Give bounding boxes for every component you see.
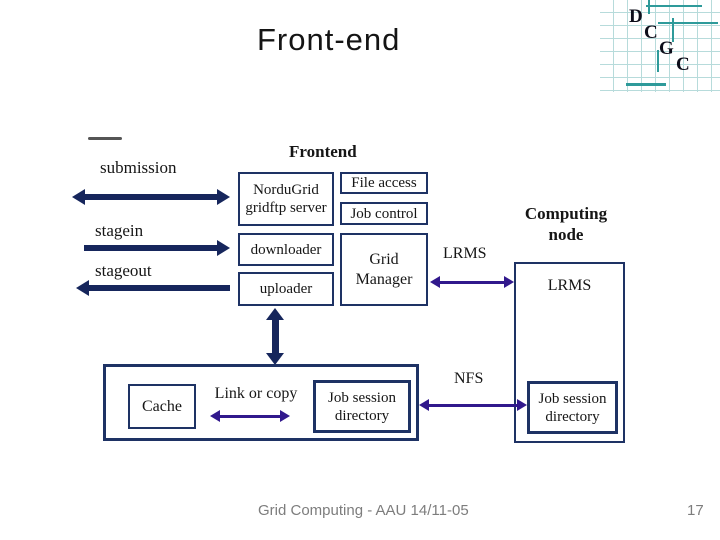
- arrowhead-left: [210, 410, 220, 422]
- logo-underline: [626, 83, 666, 86]
- artifact-smudge: [88, 137, 122, 140]
- nfs-label: NFS: [454, 370, 484, 387]
- arrow-shaft: [86, 285, 230, 291]
- dcgc-logo: D C G C: [600, 0, 720, 92]
- grid-manager-box: Grid Manager: [340, 233, 428, 306]
- arrowhead-left: [419, 399, 429, 411]
- link-or-copy-label: Link or copy: [214, 385, 298, 402]
- uploader-box: uploader: [238, 272, 334, 306]
- logo-accent-line: [657, 50, 659, 72]
- link-or-copy-arrow: [210, 410, 290, 423]
- arrowhead-right: [504, 276, 514, 288]
- logo-letter-d: D: [629, 6, 643, 27]
- arrow-shaft: [427, 404, 519, 407]
- stageout-arrow: [76, 280, 230, 296]
- lrms-link-label: LRMS: [443, 245, 487, 262]
- arrowhead-left: [72, 189, 85, 205]
- arrowhead-right: [280, 410, 290, 422]
- job-control-box: Job control: [340, 202, 428, 225]
- downloader-box: downloader: [238, 233, 334, 266]
- grid-manager-line2: Manager: [355, 270, 413, 288]
- stagein-arrow: [84, 240, 230, 256]
- arrowhead-right: [217, 240, 230, 256]
- arrowhead-left: [430, 276, 440, 288]
- stagein-label: stagein: [95, 221, 144, 240]
- arrowhead-up: [266, 308, 284, 320]
- arrowhead-right: [217, 189, 230, 205]
- arrow-shaft: [82, 194, 220, 200]
- grid-manager-line1: Grid: [369, 251, 399, 269]
- page-title: Front-end: [257, 22, 401, 57]
- nfs-arrow: [419, 399, 527, 412]
- arrow-shaft: [272, 317, 279, 356]
- submission-label: submission: [100, 158, 177, 177]
- arrowhead-down: [266, 353, 284, 365]
- cache-box: Cache: [128, 384, 196, 429]
- arrowhead-left: [76, 280, 89, 296]
- nordugrid-gridftp-box: NorduGrid gridftp server: [238, 172, 334, 226]
- job-session-right-box: Job session directory: [527, 381, 618, 434]
- nordugrid-line2: gridftp server: [245, 200, 327, 216]
- computing-node-heading: Computing node: [506, 203, 626, 245]
- logo-accent-line: [648, 0, 650, 14]
- arrow-shaft: [84, 245, 220, 251]
- arrow-shaft: [218, 415, 282, 418]
- footer-text: Grid Computing - AAU 14/11-05: [258, 502, 469, 519]
- stageout-label: stageout: [95, 261, 152, 280]
- uploader-session-arrow: [266, 308, 286, 365]
- page-number: 17: [687, 502, 704, 519]
- nordugrid-line1: NorduGrid: [253, 182, 319, 198]
- computing-node-line2: node: [548, 225, 584, 244]
- lrms-link-arrow: [430, 276, 514, 289]
- job-session-left-line2: directory: [334, 407, 390, 424]
- submission-arrow: [72, 189, 230, 205]
- job-session-right-line1: Job session: [538, 390, 607, 407]
- logo-letter-g: G: [659, 38, 674, 59]
- file-access-box: File access: [340, 172, 428, 194]
- logo-letter-c1: C: [644, 22, 658, 43]
- frontend-heading: Frontend: [289, 142, 357, 161]
- job-session-left-box: Job session directory: [313, 380, 411, 433]
- logo-accent-line: [646, 5, 702, 7]
- arrowhead-right: [517, 399, 527, 411]
- computing-node-line1: Computing: [524, 204, 608, 223]
- logo-accent-line: [658, 22, 718, 24]
- logo-letter-c2: C: [676, 54, 690, 75]
- arrow-shaft: [438, 281, 506, 284]
- job-session-right-line2: directory: [545, 408, 600, 425]
- job-session-left-line1: Job session: [328, 389, 396, 406]
- logo-accent-line: [672, 18, 674, 42]
- lrms-node-label: LRMS: [547, 277, 592, 294]
